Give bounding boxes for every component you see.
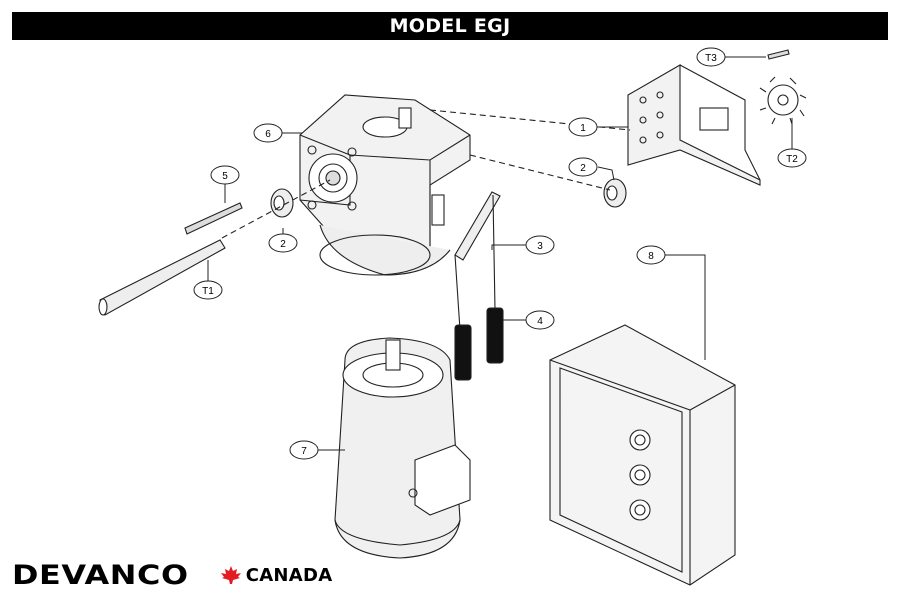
grip-left	[454, 324, 472, 381]
pin-part	[767, 49, 790, 60]
alignment-lines	[221, 109, 631, 239]
gearbox-part	[299, 94, 471, 276]
handle-part	[454, 191, 501, 331]
control-box-part	[549, 324, 736, 586]
callout-T1: T1	[193, 280, 223, 300]
callout-2-left: 2	[268, 233, 298, 253]
grip-right	[486, 307, 504, 364]
svg-text:5: 5	[222, 171, 228, 182]
callout-8: 8	[636, 245, 666, 265]
leader-lines	[207, 56, 793, 451]
svg-text:T3: T3	[705, 53, 717, 64]
svg-text:T1: T1	[202, 286, 214, 297]
callout-6: 6	[253, 123, 283, 143]
sprocket-part	[759, 76, 807, 125]
brand-name: DEVANCO	[12, 559, 189, 591]
svg-text:2: 2	[580, 163, 586, 174]
brand-region: CANADA	[245, 564, 333, 586]
svg-text:7: 7	[301, 446, 307, 457]
callout-5: 5	[210, 165, 240, 185]
key-part	[184, 202, 243, 235]
bearing-left	[270, 188, 294, 218]
model-title: MODEL EGJ	[389, 15, 511, 37]
callout-T3: T3	[696, 47, 726, 67]
callout-1: 1	[568, 117, 598, 137]
devanco-brand: DEVANCO CANADA	[12, 558, 333, 592]
callout-T2: T2	[777, 148, 807, 168]
callout-2-right: 2	[568, 157, 598, 177]
callout-7: 7	[289, 440, 319, 460]
svg-text:1: 1	[580, 123, 586, 134]
callout-3: 3	[525, 235, 555, 255]
svg-text:2: 2	[280, 239, 286, 250]
svg-text:4: 4	[537, 316, 543, 327]
motor-part	[334, 337, 471, 559]
svg-text:T2: T2	[786, 154, 798, 165]
maple-leaf-icon	[220, 566, 241, 584]
svg-text:8: 8	[648, 251, 654, 262]
svg-text:6: 6	[265, 129, 271, 140]
callout-4: 4	[525, 310, 555, 330]
model-title-bar: MODEL EGJ	[12, 12, 888, 40]
shaft-part	[98, 239, 226, 316]
mounting-bracket-part	[627, 64, 761, 186]
svg-text:3: 3	[537, 241, 543, 252]
